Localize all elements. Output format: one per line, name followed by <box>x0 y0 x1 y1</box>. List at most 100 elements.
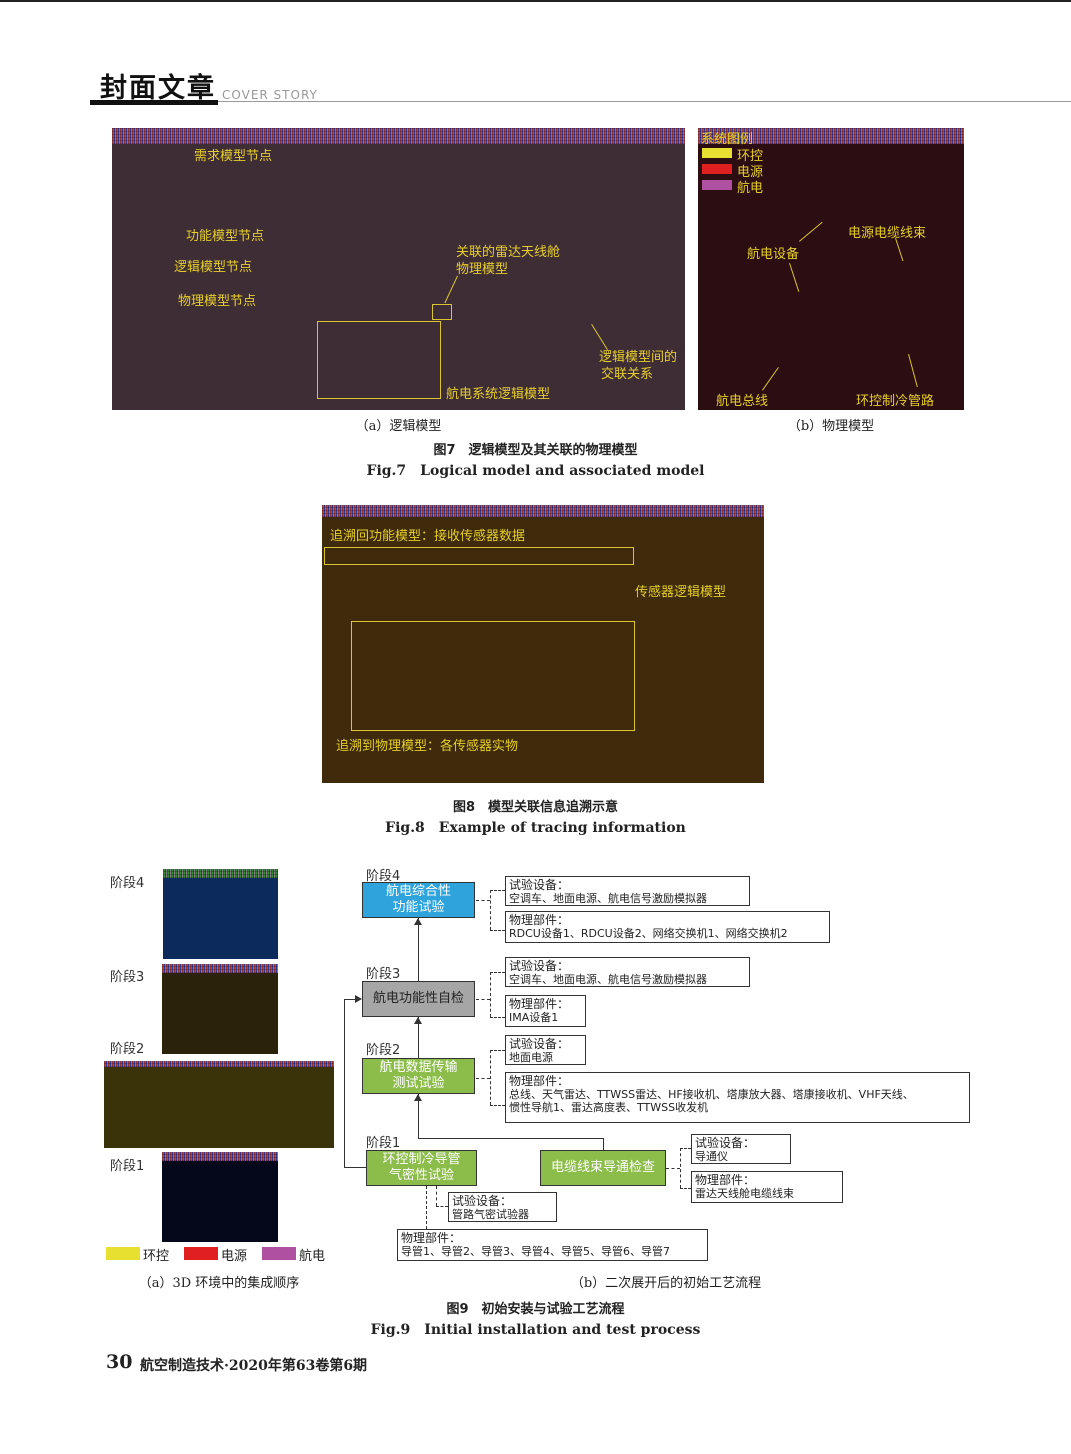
info-text: RDCU设备1、RDCU设备2、网络交换机1、网络交换机2 <box>509 927 788 940</box>
fig9a-stage1-image <box>162 1152 278 1242</box>
dashed-connector <box>490 890 505 891</box>
label-logic-relation-2: 交联关系 <box>601 367 654 382</box>
info-heading: 试验设备： <box>452 1194 513 1208</box>
fig9b-stage2-label: 阶段2 <box>366 1043 401 1058</box>
legend-swatch-power <box>702 164 732 174</box>
legend-swatch-avionics <box>262 1247 296 1260</box>
info-text: 雷达天线舱电缆线束 <box>695 1187 794 1200</box>
label-trace-physical: 追溯到物理模型：各传感器实物 <box>336 739 519 754</box>
info-heading: 物理部件： <box>401 1231 462 1245</box>
flow-line <box>344 1167 366 1168</box>
info-text: 地面电源 <box>509 1051 553 1064</box>
info-text: 导管1、导管2、导管3、导管4、导管5、导管6、导管7 <box>401 1245 670 1258</box>
info-text: 总线、天气雷达、TTWSS雷达、HF接收机、塔康放大器、塔康接收机、VHF天线、 <box>509 1088 914 1101</box>
fig9b-stage1-label: 阶段1 <box>366 1136 401 1151</box>
fig7-title-cn: 图7 逻辑模型及其关联的物理模型 <box>433 443 638 458</box>
dashed-connector <box>426 1186 427 1229</box>
fig9a-stage1-label: 阶段1 <box>110 1159 145 1174</box>
flow-line <box>603 1138 604 1150</box>
legend-label-avionics: 航电 <box>299 1249 326 1264</box>
label-requirement-node: 需求模型节点 <box>194 149 273 164</box>
fig9a-stage3-image <box>162 964 278 1054</box>
legend-title: 系统图例 <box>701 132 754 147</box>
dashed-connector <box>666 1168 680 1169</box>
dashed-connector <box>680 1188 691 1189</box>
leader-line <box>444 275 458 304</box>
fig8-noise-strip <box>322 505 764 517</box>
label-physical-node: 物理模型节点 <box>178 294 257 309</box>
info-stage2-parts: 物理部件： 总线、天气雷达、TTWSS雷达、HF接收机、塔康放大器、塔康接收机、… <box>505 1072 970 1123</box>
label-radar-cabin-1: 关联的雷达天线舱 <box>456 245 561 260</box>
dashed-connector <box>436 1206 448 1207</box>
info-heading: 试验设备： <box>695 1136 756 1150</box>
flow-line <box>344 999 356 1000</box>
label-avionics-bus: 航电总线 <box>716 394 769 409</box>
box-stage2-data-transfer: 航电数据传输 测试试验 <box>362 1058 475 1094</box>
legend-swatch-avionics <box>702 180 732 190</box>
noise-strip <box>162 964 278 973</box>
flow-line <box>418 1017 419 1058</box>
top-border <box>0 0 1071 2</box>
box-stage1-harness-continuity: 电缆线束导通检查 <box>540 1150 666 1186</box>
label-avionics-logic-model: 航电系统逻辑模型 <box>446 387 551 402</box>
noise-strip <box>162 1152 278 1161</box>
fig8-title-cn: 图8 模型关联信息追溯示意 <box>452 800 619 815</box>
fig9-title-cn: 图9 初始安装与试验工艺流程 <box>446 1302 625 1317</box>
dashed-connector <box>680 1148 691 1149</box>
label-logic-relation-1: 逻辑模型间的 <box>599 350 678 365</box>
legend-swatch-power <box>184 1247 218 1260</box>
info-text: 管路气密试验器 <box>452 1208 529 1221</box>
dashed-connector <box>476 900 490 901</box>
box-stage1-pipe-airtightness: 环控制冷导管 气密性试验 <box>366 1150 477 1186</box>
header-rule <box>90 100 218 105</box>
fig7-title-en: Fig.7 Logical model and associated model <box>366 463 705 479</box>
noise-strip <box>104 1061 334 1067</box>
trace-function-box <box>324 547 634 565</box>
leader-line <box>895 238 904 262</box>
flow-line <box>418 1138 603 1139</box>
flow-line <box>418 918 419 981</box>
fig7b-caption: （b）物理模型 <box>787 419 875 434</box>
noise-strip <box>163 869 278 878</box>
fig9a-stage3-label: 阶段3 <box>110 970 145 985</box>
fig8-image: 追溯回功能模型：接收传感器数据 传感器逻辑模型 追溯到物理模型：各传感器实物 <box>322 505 764 783</box>
section-title: 封面文章 <box>100 73 216 104</box>
label-trace-function: 追溯回功能模型：接收传感器数据 <box>330 529 526 544</box>
dashed-connector <box>490 972 505 973</box>
dashed-connector <box>490 1050 505 1051</box>
dashed-connector <box>490 1017 505 1018</box>
label-logic-node: 逻辑模型节点 <box>174 260 253 275</box>
info-stage3-parts: 物理部件： IMA设备1 <box>505 995 586 1027</box>
fig7b-image: 系统图例 环控 电源 航电 航电设备 电源电缆线束 航电总线 环控制冷管路 <box>698 128 964 410</box>
box-stage4-integrated-test: 航电综合性 功能试验 <box>362 882 475 918</box>
fig7a-image: 需求模型节点 功能模型节点 逻辑模型节点 物理模型节点 关联的雷达天线舱 物理模… <box>112 128 685 410</box>
dashed-connector <box>490 1105 505 1106</box>
fig9b-stage3-label: 阶段3 <box>366 967 401 982</box>
info-stage2-equipment: 试验设备： 地面电源 <box>505 1035 586 1065</box>
fig9a-stage4-image <box>163 869 278 959</box>
info-heading: 物理部件： <box>509 1074 570 1088</box>
legend-label-avionics: 航电 <box>737 181 764 196</box>
info-stage4-parts: 物理部件： RDCU设备1、RDCU设备2、网络交换机1、网络交换机2 <box>505 911 830 943</box>
fig7a-noise-strip <box>112 128 685 144</box>
label-env-cooling-pipe: 环控制冷管路 <box>856 394 935 409</box>
info-heading: 试验设备： <box>509 1037 570 1051</box>
avionics-logic-box <box>317 321 441 399</box>
dashed-connector <box>476 1078 490 1079</box>
dashed-connector <box>476 999 490 1000</box>
info-heading: 物理部件： <box>509 997 570 1011</box>
leader-line <box>908 354 918 388</box>
dashed-connector <box>680 1148 681 1188</box>
leader-line <box>789 263 800 292</box>
info-text: IMA设备1 <box>509 1011 559 1024</box>
dashed-connector <box>490 1050 491 1105</box>
label-power-harness: 电源电缆线束 <box>848 226 927 241</box>
info-pipe-parts: 物理部件： 导管1、导管2、导管3、导管4、导管5、导管6、导管7 <box>397 1229 708 1261</box>
fig9a-caption: （a）3D 环境中的集成顺序 <box>138 1276 300 1291</box>
label-avionics-equipment: 航电设备 <box>747 247 800 262</box>
legend-swatch-env <box>702 148 732 158</box>
section-subtitle: COVER STORY <box>222 88 318 102</box>
legend-label-power: 电源 <box>737 165 764 180</box>
dashed-connector <box>490 930 505 931</box>
label-function-node: 功能模型节点 <box>186 229 265 244</box>
